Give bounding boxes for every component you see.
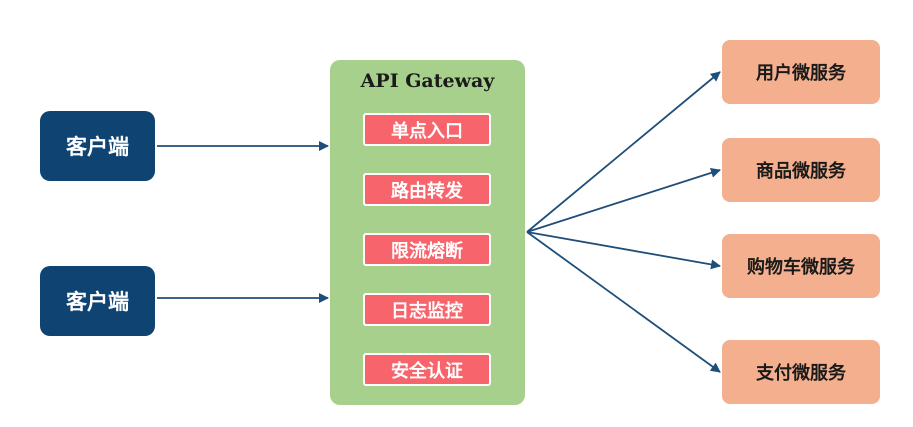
- service-box-user: 用户微服务: [722, 40, 880, 104]
- feature-log-monitoring: 日志监控: [363, 293, 491, 326]
- feature-single-entry: 单点入口: [363, 113, 491, 146]
- feature-routing: 路由转发: [363, 173, 491, 206]
- feature-label: 单点入口: [391, 120, 463, 142]
- service-label: 购物车微服务: [747, 257, 855, 278]
- arrow-gateway-to-payment-service: [526, 231, 721, 373]
- arrow-gateway-to-product-service: [526, 167, 721, 233]
- feature-label: 路由转发: [391, 180, 463, 202]
- client-box-1: 客户端: [40, 111, 155, 181]
- service-box-payment: 支付微服务: [722, 340, 880, 404]
- feature-rate-limit-circuit-break: 限流熔断: [363, 233, 491, 266]
- service-label: 商品微服务: [756, 161, 846, 182]
- feature-label: 安全认证: [391, 360, 463, 382]
- client-label: 客户端: [66, 290, 129, 314]
- feature-label: 日志监控: [391, 300, 463, 322]
- feature-security-auth: 安全认证: [363, 353, 491, 386]
- arrow-gateway-to-cart-service: [526, 231, 721, 270]
- service-box-cart: 购物车微服务: [722, 234, 880, 298]
- api-gateway-box: API Gateway 单点入口 路由转发 限流熔断 日志监控 安全认证: [330, 60, 525, 405]
- client-label: 客户端: [66, 135, 129, 159]
- service-label: 支付微服务: [756, 363, 846, 384]
- arrow-gateway-to-user-service: [526, 71, 721, 233]
- gateway-title: API Gateway: [360, 70, 495, 92]
- client-box-2: 客户端: [40, 266, 155, 336]
- service-box-product: 商品微服务: [722, 138, 880, 202]
- service-label: 用户微服务: [756, 63, 846, 84]
- feature-label: 限流熔断: [391, 240, 463, 262]
